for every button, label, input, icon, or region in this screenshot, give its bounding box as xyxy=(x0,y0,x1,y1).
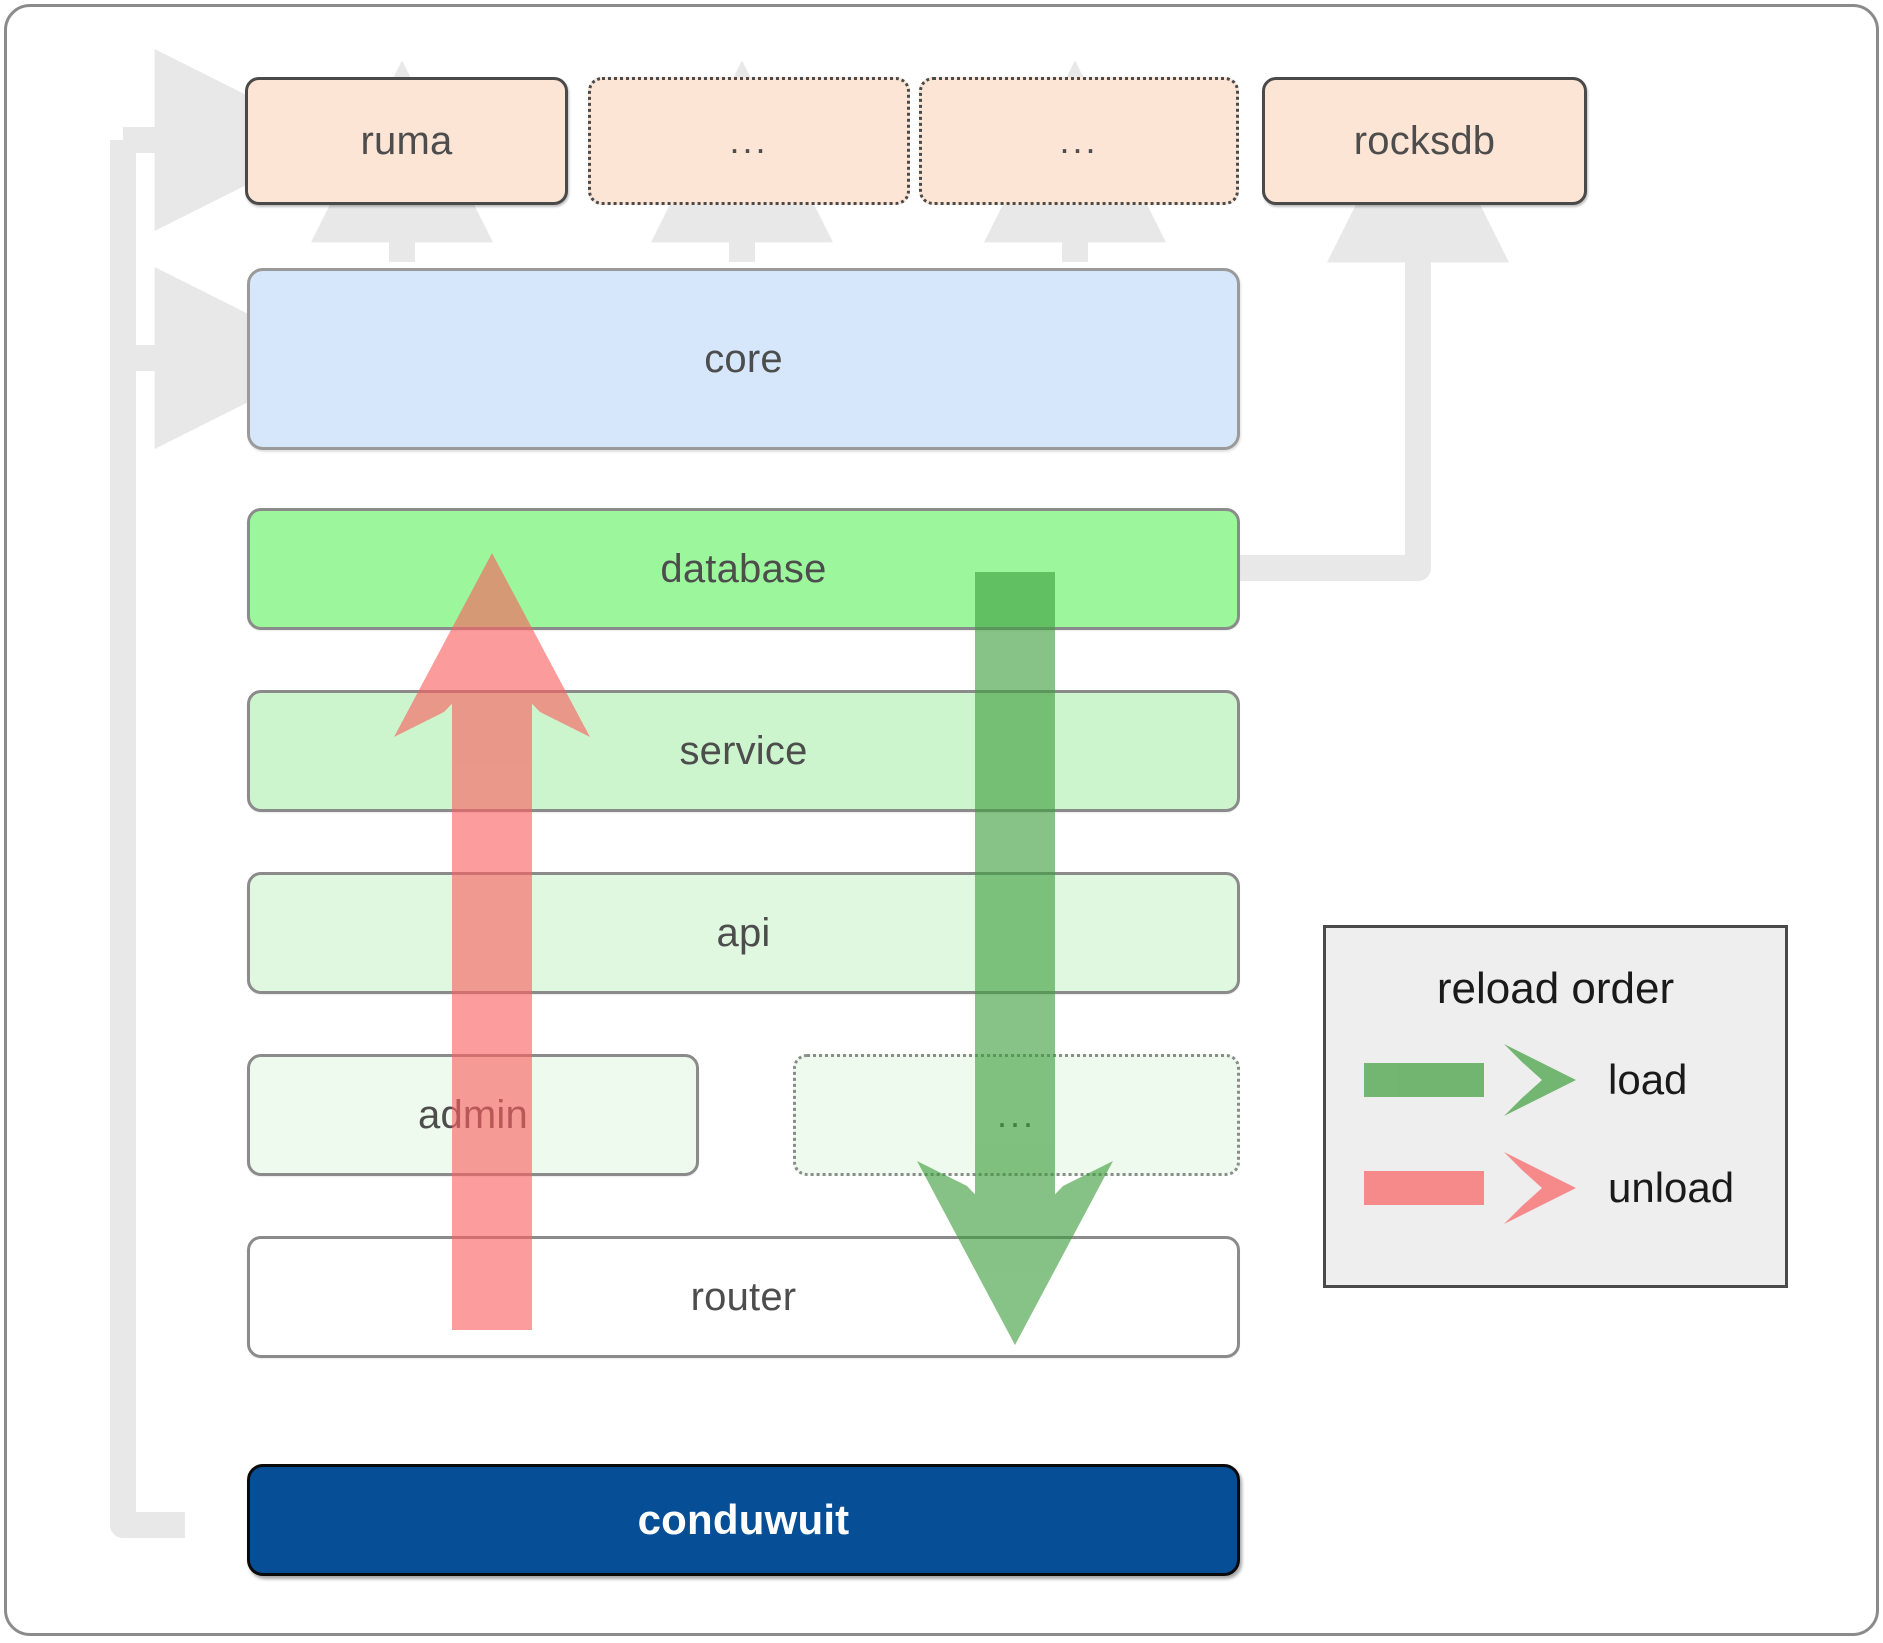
node-ruma[interactable]: ruma xyxy=(245,77,568,205)
diagram-frame xyxy=(4,4,1879,1636)
node-layer-dots-label: ... xyxy=(996,1094,1036,1135)
node-rocksdb-label: rocksdb xyxy=(1353,118,1496,163)
node-conduwuit[interactable]: conduwuit xyxy=(247,1464,1240,1576)
node-api-label: api xyxy=(716,910,771,955)
legend-item-load-label: load xyxy=(1608,1056,1688,1103)
node-database-label: database xyxy=(660,546,827,591)
node-database[interactable]: database xyxy=(247,508,1240,630)
node-dep-dots-2-label: ... xyxy=(1059,120,1099,161)
unload-arrow-swatch-icon xyxy=(1364,1152,1576,1224)
node-layer-dots[interactable]: ... xyxy=(793,1054,1240,1176)
node-core[interactable]: core xyxy=(247,268,1240,450)
legend-item-unload-label: unload xyxy=(1608,1164,1735,1211)
node-ruma-label: ruma xyxy=(360,118,453,163)
legend-item-load: load xyxy=(1364,1040,1756,1120)
legend-title: reload order xyxy=(1436,964,1675,1013)
node-admin[interactable]: admin xyxy=(247,1054,699,1176)
node-router[interactable]: router xyxy=(247,1236,1240,1358)
node-conduwuit-label: conduwuit xyxy=(637,1496,850,1543)
load-arrow-swatch-icon xyxy=(1364,1044,1576,1116)
node-dep-dots-1-label: ... xyxy=(729,120,769,161)
node-service-label: service xyxy=(679,728,808,773)
node-api[interactable]: api xyxy=(247,872,1240,994)
node-rocksdb[interactable]: rocksdb xyxy=(1262,77,1587,205)
node-dep-dots-1[interactable]: ... xyxy=(588,77,910,205)
legend-item-unload: unload xyxy=(1364,1148,1756,1228)
node-admin-label: admin xyxy=(418,1092,528,1137)
node-service[interactable]: service xyxy=(247,690,1240,812)
node-core-label: core xyxy=(704,336,783,381)
legend-panel: reload order load unload xyxy=(1323,925,1788,1288)
node-router-label: router xyxy=(690,1274,797,1319)
node-dep-dots-2[interactable]: ... xyxy=(919,77,1239,205)
